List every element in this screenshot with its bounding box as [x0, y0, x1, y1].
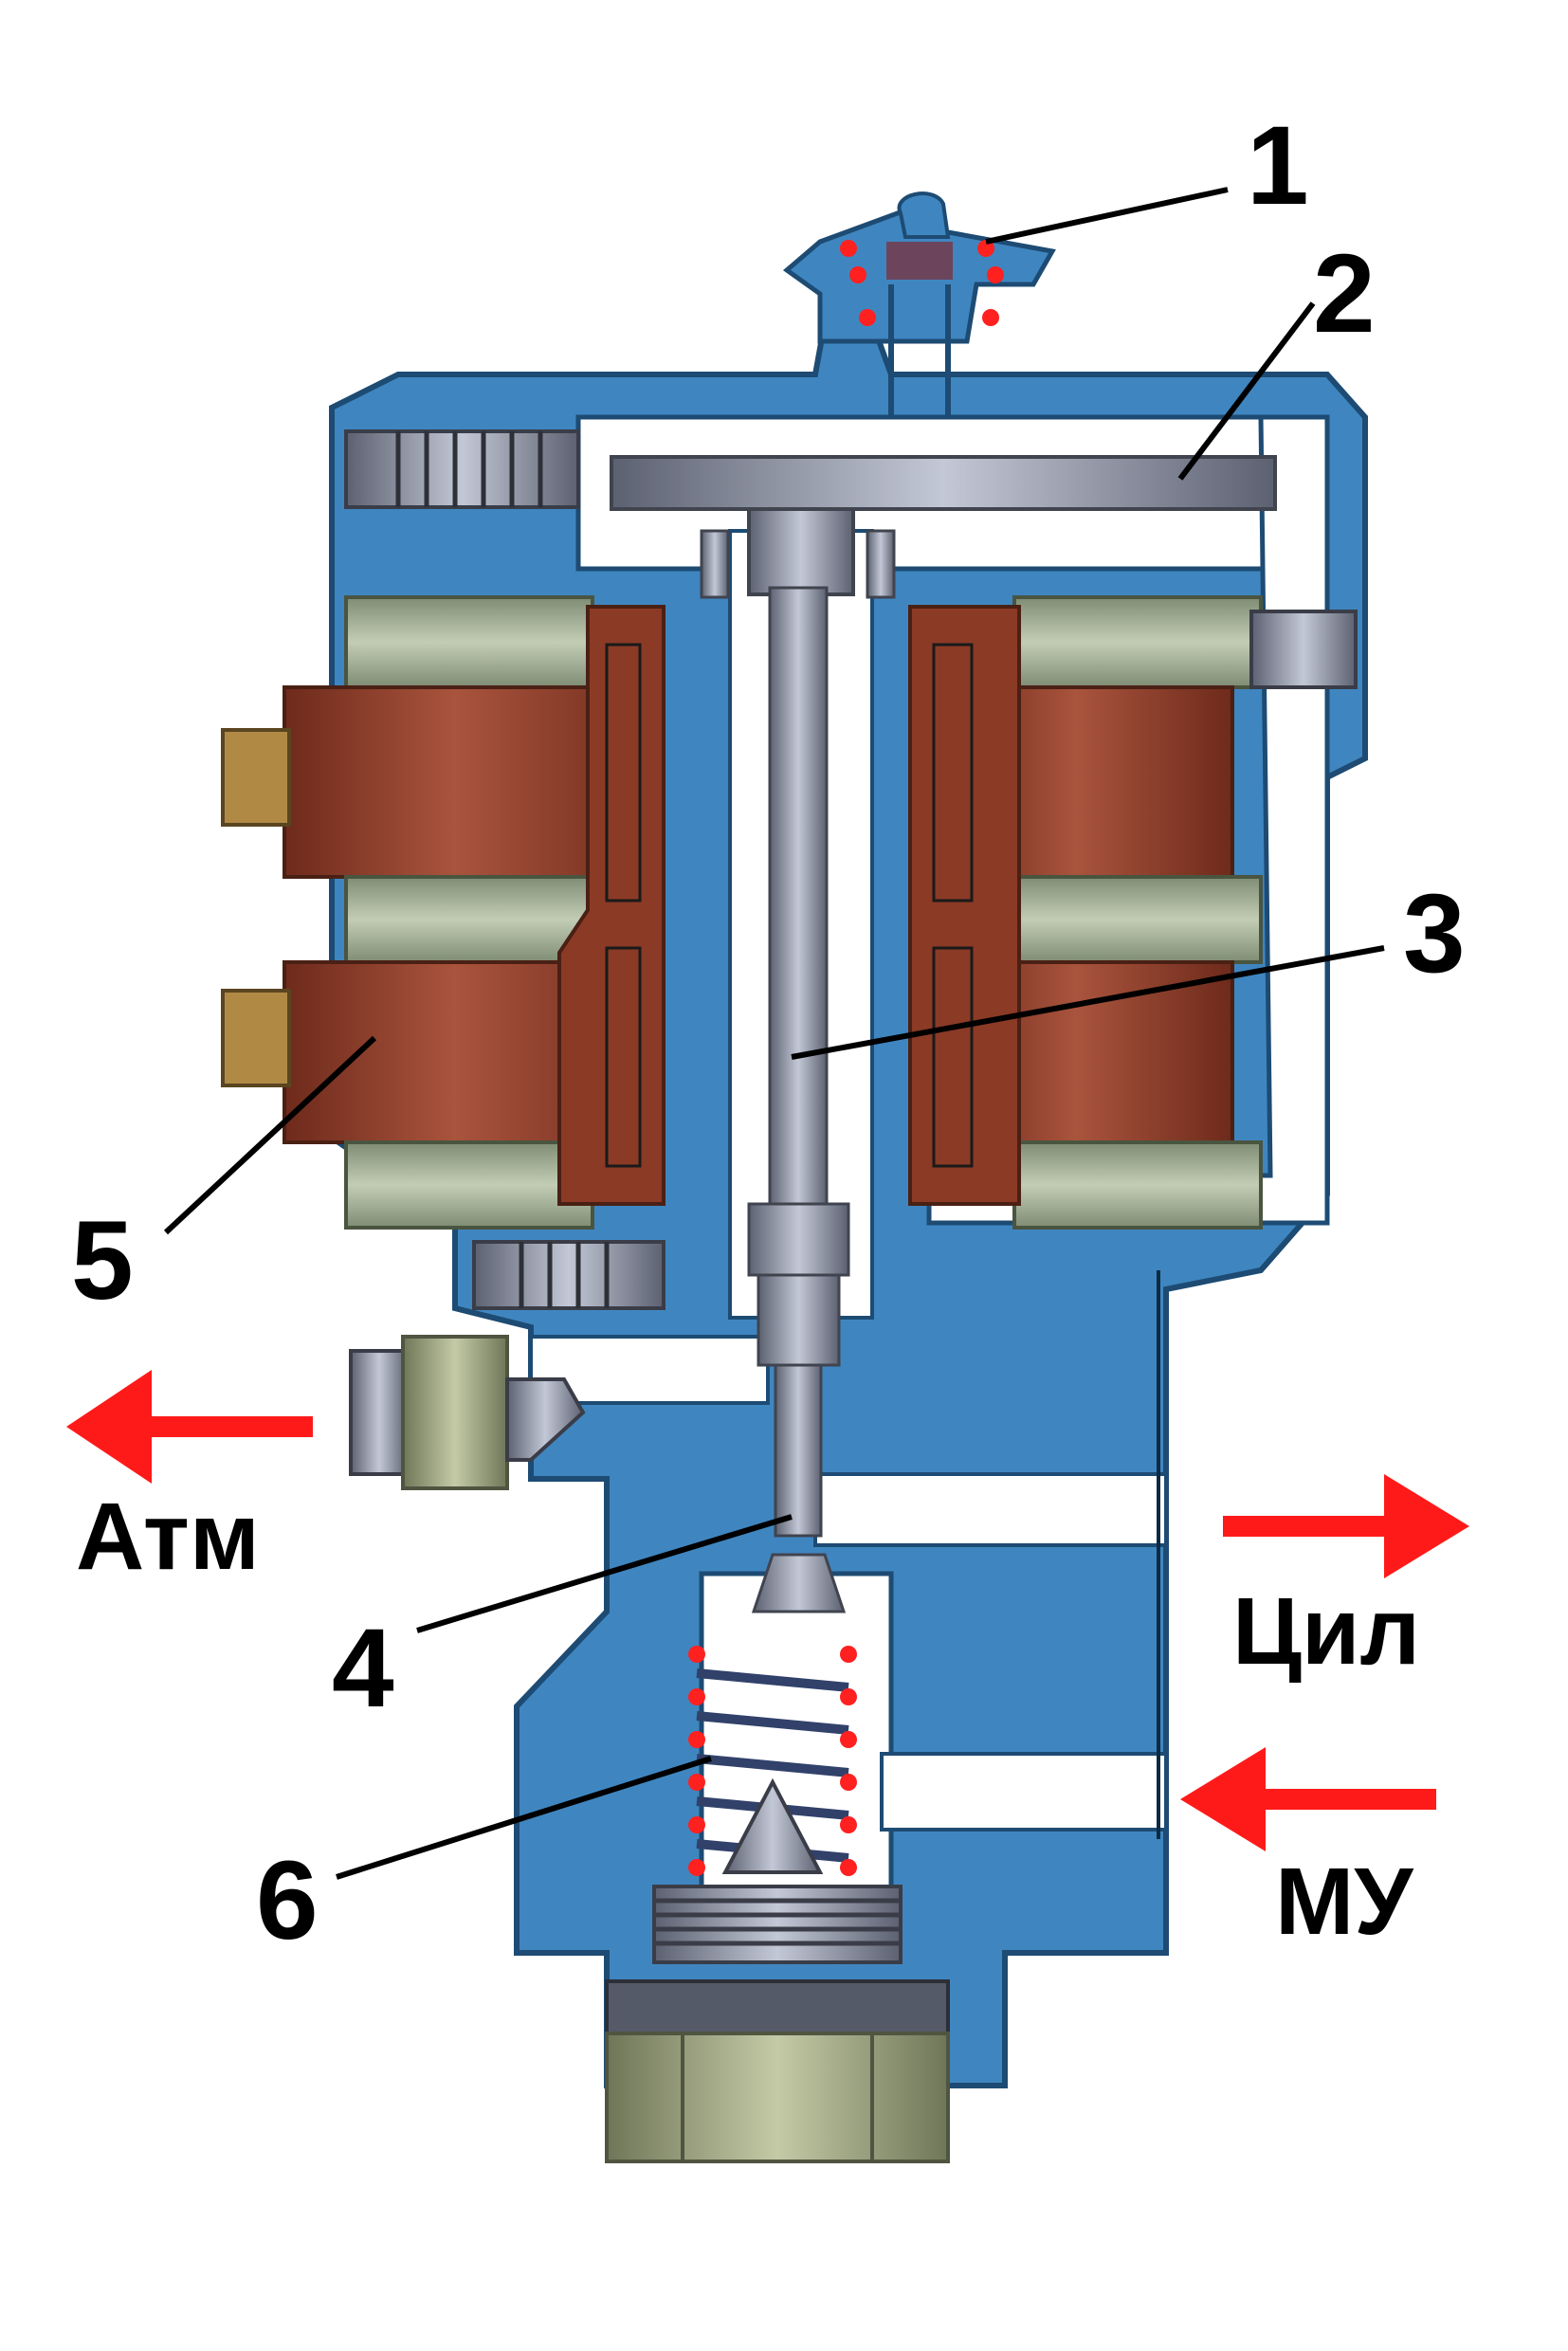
callout-1: 1: [1247, 103, 1309, 228]
right-channel: [926, 414, 1330, 1226]
atm-outlet-nut: [349, 1335, 586, 1490]
leader-lines: [163, 187, 1385, 1880]
port-label-atm: Атм: [76, 1484, 260, 1590]
coil-left: [283, 595, 665, 1230]
valve-spring: [688, 1646, 857, 1876]
atm-arrow: [66, 1370, 313, 1484]
port-label-mu: МУ: [1275, 1849, 1414, 1955]
armature-plate: [610, 455, 1277, 596]
coil-terminals: [221, 728, 291, 1087]
mu-arrow: [1180, 1747, 1436, 1851]
cyl-port-channel: [813, 1472, 1168, 1547]
callout-5: 5: [71, 1198, 134, 1323]
cyl-arrow: [1223, 1474, 1469, 1578]
mu-port-channel: [880, 1752, 1168, 1832]
callout-6: 6: [256, 1838, 319, 1963]
callout-3: 3: [1403, 871, 1466, 996]
cap-seal-dots: [840, 240, 1004, 326]
callout-4: 4: [332, 1606, 394, 1731]
screws: [344, 429, 1358, 1310]
coil-right: [908, 595, 1263, 1230]
bottom-plug: [605, 1885, 950, 2163]
port-label-cyl: Цил: [1232, 1578, 1420, 1685]
valve-stem: [747, 586, 850, 1613]
callout-2: 2: [1313, 231, 1376, 356]
